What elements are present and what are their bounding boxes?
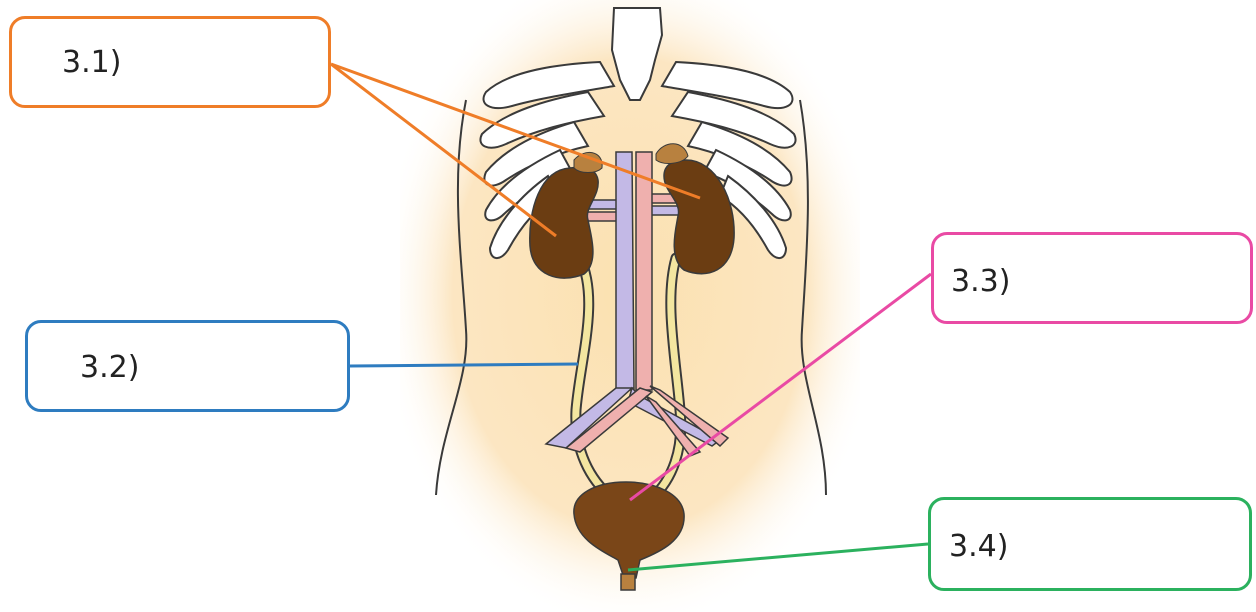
label-box-3-4: 3.4) <box>928 497 1252 591</box>
label-3-2-text: 3.2) <box>80 353 139 383</box>
leader-line-3-2 <box>350 364 578 366</box>
label-3-4-text: 3.4) <box>949 532 1008 562</box>
label-box-3-2: 3.2) <box>25 320 350 412</box>
label-box-3-1: 3.1) <box>9 16 331 108</box>
label-3-3-text: 3.3) <box>951 267 1010 297</box>
label-3-1-text: 3.1) <box>62 48 121 78</box>
label-box-3-3: 3.3) <box>931 232 1253 324</box>
